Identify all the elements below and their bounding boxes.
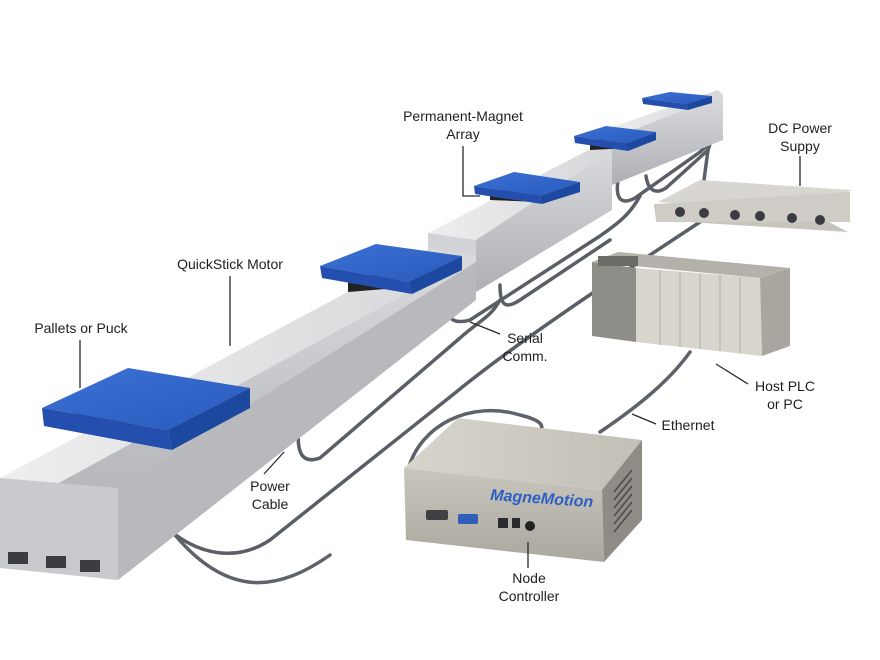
leader-permanent-magnet xyxy=(462,146,480,197)
puck-side-third xyxy=(540,182,580,204)
label-serial-comm: Serial Comm. xyxy=(490,329,560,365)
puck-edge-second xyxy=(320,266,412,294)
puck-fourth xyxy=(574,126,656,151)
label-permanent-magnet-array: Permanent-Magnet Array xyxy=(388,107,538,143)
leader-power-cable xyxy=(263,451,285,475)
node-to-rail-cable xyxy=(406,409,544,472)
label-ethernet: Ethernet xyxy=(648,416,728,434)
dc-connector-3 xyxy=(730,210,740,220)
plc-front-left xyxy=(592,262,636,342)
node-power-jack xyxy=(525,521,535,531)
label-pallets-text: Pallets or Puck xyxy=(34,320,128,336)
label-quickstick-motor: QuickStick Motor xyxy=(160,255,300,273)
puck-top-second xyxy=(320,244,462,282)
plc-side xyxy=(760,268,790,356)
label-dc-power-line2: Suppy xyxy=(780,138,820,154)
puck-edge-front xyxy=(42,408,172,450)
node-port-usb xyxy=(512,518,520,528)
puck-third xyxy=(474,172,580,204)
label-host-plc-line2: or PC xyxy=(767,396,803,412)
label-permanent-magnet-line2: Array xyxy=(446,126,480,142)
puck-edge-third xyxy=(474,186,542,204)
label-pallets-or-puck: Pallets or Puck xyxy=(16,319,146,337)
rail-front-face xyxy=(0,478,118,580)
label-power-cable-line1: Power xyxy=(250,478,290,494)
dc-connector-2 xyxy=(699,208,709,218)
rail-slot-1 xyxy=(8,552,28,564)
leader-serial xyxy=(469,321,501,335)
label-node-line2: Controller xyxy=(498,588,560,604)
plc-front xyxy=(636,268,762,356)
node-front xyxy=(404,468,604,562)
rail-side-far xyxy=(612,95,723,185)
label-host-plc-line1: Host PLC xyxy=(755,378,815,394)
puck-front xyxy=(42,368,250,450)
label-serial-line1: Serial xyxy=(507,330,543,346)
plc-top xyxy=(592,252,790,278)
label-node-line1: Node xyxy=(512,570,546,586)
dc-power-supply xyxy=(654,180,852,232)
dc-connector-4 xyxy=(755,211,765,221)
power-cable-main xyxy=(158,220,702,556)
puck-side-fourth xyxy=(626,132,656,151)
label-power-cable-line2: Cable xyxy=(251,496,289,512)
dc-connector-1 xyxy=(675,207,685,217)
puck-side-second xyxy=(408,256,462,294)
puck-edge-fourth xyxy=(574,136,628,151)
puck-top-front xyxy=(42,368,250,430)
node-controller: MagneMotion xyxy=(404,418,642,562)
puck-side-front xyxy=(168,388,250,450)
label-dc-power-supply: DC Power Suppy xyxy=(750,119,850,155)
node-top xyxy=(404,418,642,490)
puck-top-fifth xyxy=(642,92,712,104)
label-permanent-magnet-line1: Permanent-Magnet xyxy=(403,108,523,124)
label-serial-line2: Comm. xyxy=(502,348,548,364)
dc-connector-5 xyxy=(787,213,797,223)
rail-side-lower xyxy=(118,262,476,580)
label-power-cable: Power Cable xyxy=(232,477,308,513)
node-bottom-cable xyxy=(173,533,332,585)
rail-slot-2 xyxy=(46,556,66,568)
ethernet-cable xyxy=(598,350,692,434)
node-port-vga xyxy=(458,514,478,524)
plc-modules xyxy=(659,270,741,353)
label-dc-power-line1: DC Power xyxy=(768,120,832,136)
network-cables xyxy=(173,350,692,585)
host-plc xyxy=(592,252,790,356)
leader-lines xyxy=(79,146,801,568)
puck-second xyxy=(320,244,462,294)
leader-ethernet xyxy=(631,413,657,425)
rail-slot-3 xyxy=(80,560,100,572)
power-cable-far-end xyxy=(644,148,710,193)
node-side-vent xyxy=(613,469,633,533)
label-host-plc: Host PLC or PC xyxy=(740,377,830,413)
label-node-controller: Node Controller xyxy=(484,569,574,605)
node-port-serial xyxy=(426,510,448,520)
puck-top-fourth xyxy=(574,126,656,144)
puck-fifth xyxy=(642,92,712,110)
leader-host-plc xyxy=(715,363,749,385)
puck-side-fifth xyxy=(686,96,712,110)
power-cable-loop-back xyxy=(498,238,612,307)
puck-edge-fifth xyxy=(642,98,688,110)
puck-top-third xyxy=(474,172,580,196)
label-ethernet-text: Ethernet xyxy=(661,417,715,433)
power-cable-loop-mid xyxy=(296,298,502,462)
node-port-ethernet xyxy=(498,518,508,528)
plc-vent xyxy=(598,256,638,266)
dc-connector-6 xyxy=(815,215,825,225)
label-quickstick-text: QuickStick Motor xyxy=(177,256,283,272)
